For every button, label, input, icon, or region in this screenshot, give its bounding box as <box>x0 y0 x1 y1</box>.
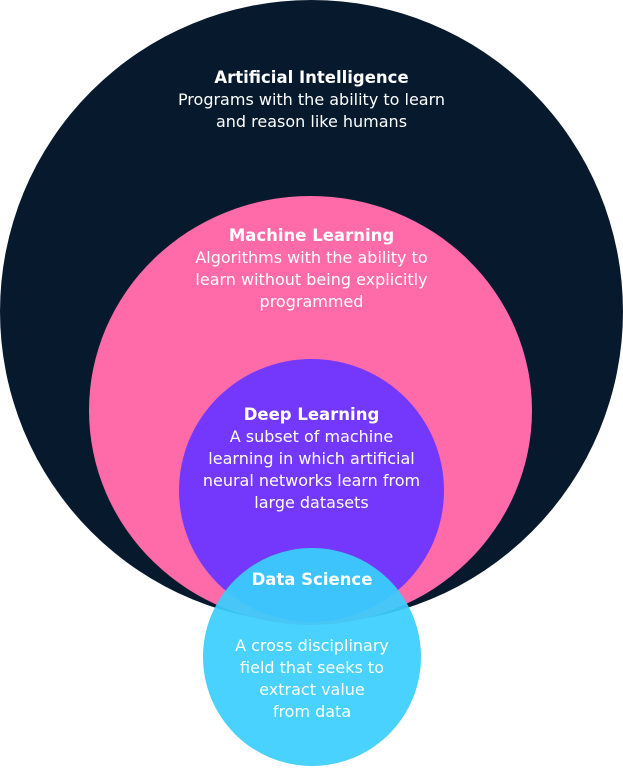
artificial-intelligence-label: Artificial Intelligence Programs with th… <box>130 67 493 133</box>
machine-learning-description: Algorithms with the ability to learn wit… <box>195 248 428 311</box>
deep-learning-description: A subset of machine learning in which ar… <box>202 427 421 512</box>
deep-learning-label: Deep Learning A subset of machine learni… <box>181 404 442 514</box>
artificial-intelligence-description: Programs with the ability to learn and r… <box>177 90 446 131</box>
data-science-label: Data Science <box>203 569 421 591</box>
data-science-circle <box>203 548 421 766</box>
deep-learning-title: Deep Learning <box>243 405 380 424</box>
machine-learning-label: Machine Learning Algorithms with the abi… <box>160 225 463 313</box>
artificial-intelligence-title: Artificial Intelligence <box>214 68 409 87</box>
machine-learning-title: Machine Learning <box>228 226 395 245</box>
data-science-title: Data Science <box>251 570 373 589</box>
data-science-description-block: A cross disciplinary field that seeks to… <box>203 635 421 723</box>
data-science-description: A cross disciplinary field that seeks to… <box>235 636 389 721</box>
